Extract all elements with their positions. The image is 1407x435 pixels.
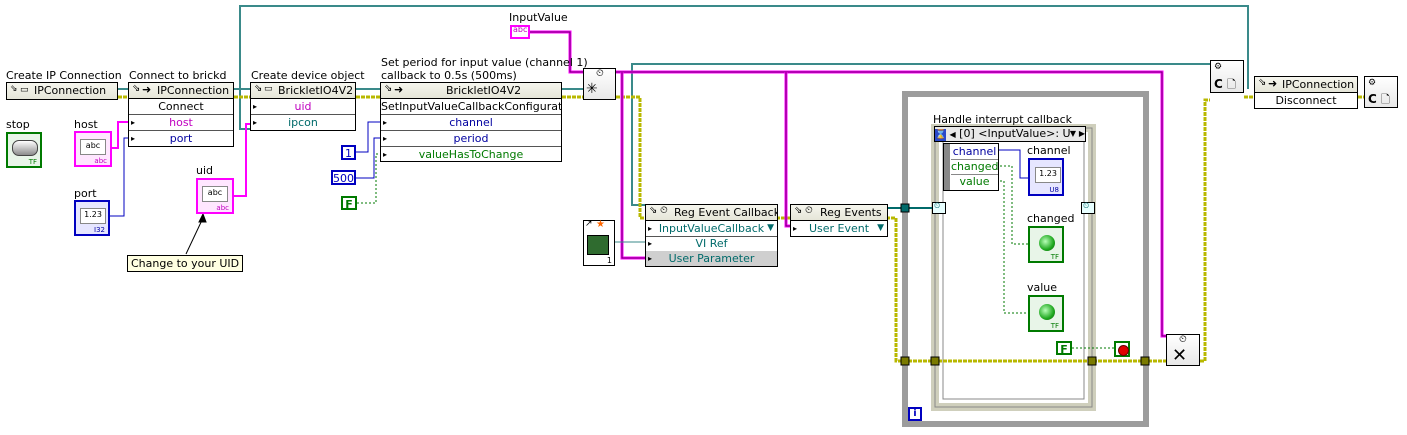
input-value-cluster-constant[interactable]: abc — [510, 25, 530, 39]
event-clock-icon: ⏲ — [596, 68, 604, 79]
close-x-icon: ✕ — [1172, 345, 1188, 366]
register-user-event-terminal[interactable]: ▸User Event ▼ — [793, 222, 884, 235]
port-label: port — [74, 187, 97, 200]
host-label: host — [74, 118, 98, 131]
invoke-arrow-icon: ➜ — [1268, 77, 1278, 90]
event-clock-icon: ⏲ — [1179, 334, 1187, 345]
input-value-label: InputValue — [509, 11, 568, 24]
star-icon: ★ — [596, 219, 605, 230]
vi-icon — [587, 235, 609, 255]
integer-wire — [110, 121, 1028, 217]
document-icon: 🗋 — [1381, 93, 1390, 106]
create-device-label: Create device object — [251, 69, 365, 82]
connect-brickd-label: Connect to brickd — [129, 69, 227, 82]
register-events-node[interactable]: ⇘ ⏲ Reg Events ▸User Event ▼ — [790, 204, 888, 237]
handle-interrupt-label: Handle interrupt callback — [933, 113, 1073, 126]
destroy-user-event-node[interactable]: ⏲ ✕ — [1166, 334, 1200, 366]
stop-label: stop — [6, 118, 30, 131]
stop-false-constant[interactable]: F — [1056, 341, 1072, 356]
host-control[interactable]: abc abc — [74, 131, 112, 167]
stop-sign-icon — [1118, 345, 1129, 356]
channel-indicator-label: channel — [1027, 144, 1071, 157]
bricklet-uid-terminal[interactable]: ▸uid — [251, 99, 355, 115]
create-ip-label: Create IP Connection — [6, 69, 122, 82]
decrement-arrow-icon: ◀ — [949, 130, 956, 139]
callback-vi-ref-terminal[interactable]: ▸VI Ref — [646, 236, 777, 252]
uid-note: Change to your UID — [127, 255, 244, 272]
event-data-channel: channel — [951, 145, 998, 160]
callback-user-parameter-terminal[interactable]: ▸User Parameter — [646, 251, 777, 266]
bricklet-ipcon-terminal[interactable]: ▸ipcon — [253, 116, 318, 129]
close-callback-node[interactable]: ⚙ C 🗋 — [1210, 60, 1244, 93]
channel-indicator[interactable]: 1.23 U8 — [1028, 158, 1064, 196]
stop-control[interactable]: TF — [6, 132, 42, 168]
connect-method: Connect — [129, 99, 233, 115]
setcfg-period-terminal[interactable]: ▸period — [381, 131, 561, 147]
port-control[interactable]: 1.23 I32 — [74, 200, 110, 236]
callback-vi-reference[interactable]: ★ ↗ 1 — [583, 219, 615, 266]
led-icon — [1039, 235, 1055, 251]
channel-constant[interactable]: 1 — [341, 145, 356, 160]
callback-event-selector[interactable]: ▸InputValueCallback ▼ — [646, 221, 777, 237]
period-constant[interactable]: 500 — [331, 170, 356, 185]
dropdown-arrow-icon: ▼ — [877, 223, 884, 233]
ipconnection-constructor[interactable]: ⇘ ▭ IPConnection — [6, 82, 118, 100]
value-indicator-label: value — [1027, 281, 1058, 294]
setcfg-valuehastochange-terminal[interactable]: ▸valueHasToChange — [383, 148, 524, 161]
increment-arrow-icon: ▶ — [1078, 129, 1085, 138]
uid-label: uid — [196, 164, 214, 177]
loop-iteration-terminal: i — [908, 407, 922, 421]
disconnect-invoke-node[interactable]: ⇘ ➜ IPConnection Disconnect — [1254, 76, 1358, 109]
event-data-node[interactable]: channel changed value — [943, 143, 999, 191]
invoke-arrow-icon: ➜ — [394, 83, 404, 96]
event-data-changed: changed — [951, 160, 999, 175]
set-callback-config-node[interactable]: ⇘ ➜ BrickletIO4V2 SetInputValueCallbackC… — [380, 82, 562, 162]
reference-icon: ⚙ — [1368, 78, 1377, 88]
close-reference-node[interactable]: ⚙ C 🗋 — [1364, 76, 1398, 108]
uid-control[interactable]: abc abc — [196, 178, 234, 214]
event-case-selector[interactable]: ⌛ ◀ [0] <InputValue>: U ▼ ▶ — [934, 126, 1086, 142]
arrow-icon: ↗ — [585, 219, 593, 229]
connect-host-terminal[interactable]: ▸host — [129, 115, 233, 131]
hourglass-icon: ⌛ — [935, 129, 947, 141]
asterisk-icon: ✳ — [586, 81, 598, 97]
setcfg-method: SetInputValueCallbackConfiguration — [381, 100, 561, 115]
bricklet-constructor[interactable]: ⇘ ▭ BrickletIO4V2 ▸uid ▸ipcon — [250, 82, 356, 131]
error-wire — [118, 95, 1364, 363]
changed-indicator[interactable]: TF — [1028, 226, 1064, 263]
object-icon: ▭ — [20, 85, 29, 95]
reference-icon: ⚙ — [1214, 62, 1223, 72]
invoke-arrow-icon: ➜ — [142, 83, 152, 96]
stop-button-icon — [12, 140, 38, 156]
disconnect-method: Disconnect — [1275, 94, 1337, 107]
event-clock-icon: ⏲ — [805, 205, 813, 216]
event-data-value: value — [959, 175, 990, 188]
event-ref-wire — [530, 30, 1166, 338]
reg-event-callback-node[interactable]: ⇘ ⏲ Reg Event Callback ▸InputValueCallba… — [645, 204, 778, 267]
set-period-label-2: callback to 0.5s (500ms) — [381, 69, 517, 82]
while-loop-frame[interactable] — [902, 91, 1149, 427]
value-indicator[interactable]: TF — [1028, 295, 1064, 332]
connect-port-terminal[interactable]: ▸port — [131, 132, 193, 145]
object-icon: ▭ — [264, 84, 273, 94]
loop-stop-terminal[interactable] — [1114, 341, 1130, 357]
set-period-label-1: Set period for input value (channel 1) — [381, 56, 588, 69]
event-clock-icon: ⏲ — [660, 205, 668, 216]
dynamic-event-terminal-left[interactable]: ⏲ — [932, 201, 946, 214]
string-wire — [112, 121, 250, 197]
dynamic-event-terminal-right[interactable]: ⏲ — [1081, 201, 1095, 214]
changed-indicator-label: changed — [1027, 212, 1075, 225]
dropdown-arrow-icon: ▼ — [767, 223, 774, 233]
dropdown-arrow-icon: ▼ — [1069, 129, 1076, 138]
value-has-to-change-constant[interactable]: F — [341, 196, 357, 211]
boolean-wire — [357, 153, 1114, 349]
document-icon: 🗋 — [1227, 78, 1236, 91]
setcfg-channel-terminal[interactable]: ▸channel — [381, 115, 561, 131]
led-icon — [1039, 304, 1055, 320]
create-user-event-node[interactable]: ⏲ ✳ — [583, 68, 616, 100]
connect-invoke-node[interactable]: ⇘ ➜ IPConnection Connect ▸host ▸port — [128, 82, 234, 147]
